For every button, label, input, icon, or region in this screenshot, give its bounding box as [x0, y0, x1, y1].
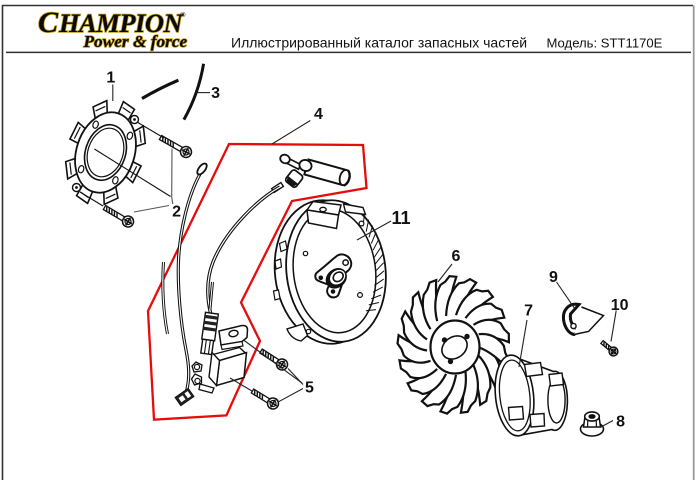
- svg-text:Модель: STT1170E: Модель: STT1170E: [547, 36, 663, 51]
- svg-text:10: 10: [611, 297, 629, 314]
- svg-text:HAMPION: HAMPION: [58, 8, 183, 38]
- svg-text:8: 8: [616, 414, 625, 431]
- svg-text:®: ®: [180, 10, 186, 19]
- svg-text:11: 11: [391, 208, 410, 228]
- svg-text:3: 3: [211, 85, 220, 102]
- svg-text:2: 2: [172, 204, 181, 221]
- svg-text:1: 1: [106, 70, 115, 87]
- svg-text:Power & force: Power & force: [83, 32, 188, 51]
- svg-text:C: C: [38, 6, 59, 39]
- svg-text:7: 7: [524, 303, 533, 320]
- svg-text:4: 4: [314, 106, 323, 123]
- svg-text:Иллюстрированный каталог запас: Иллюстрированный каталог запасных частей: [231, 35, 527, 51]
- svg-text:9: 9: [549, 269, 558, 286]
- svg-text:5: 5: [305, 380, 314, 397]
- svg-text:6: 6: [452, 248, 461, 265]
